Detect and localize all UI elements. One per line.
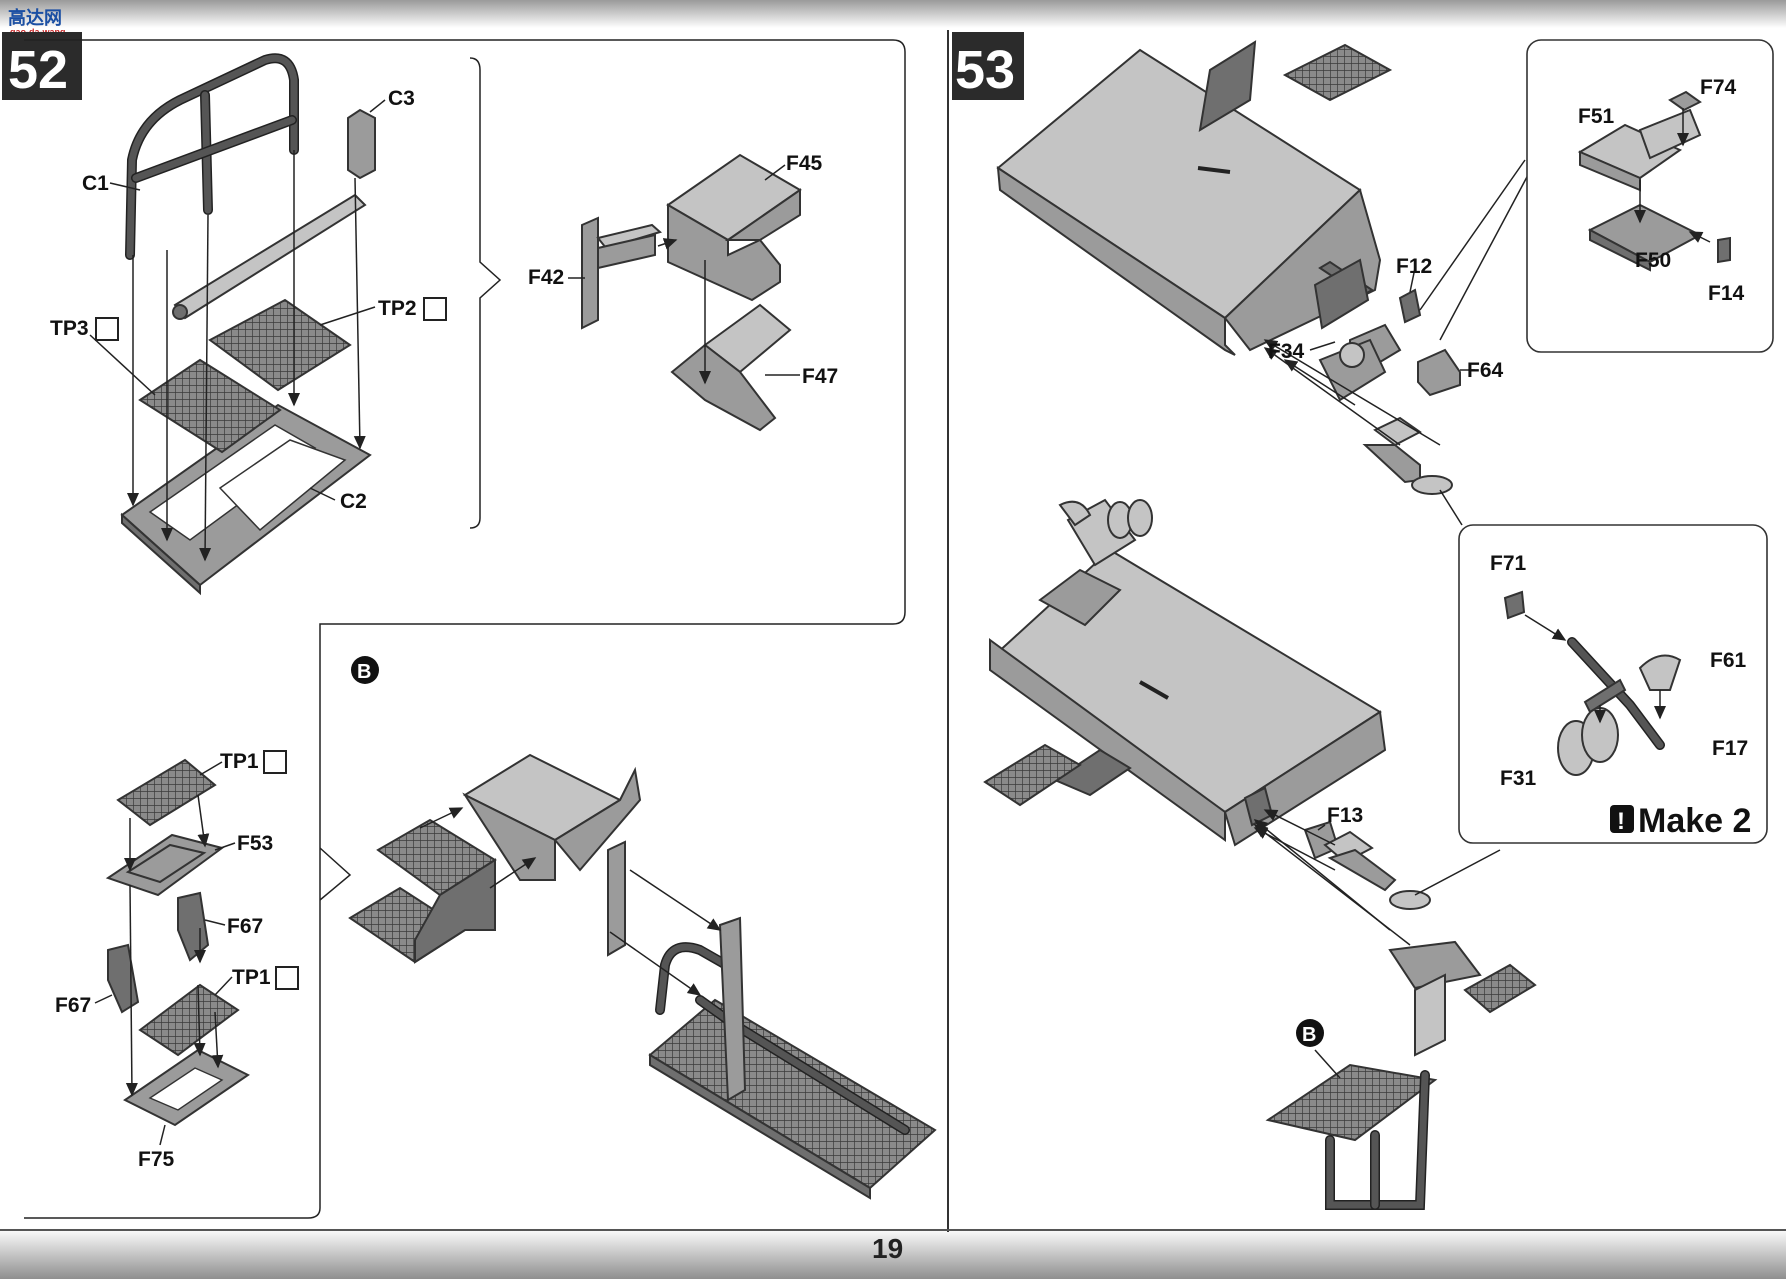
label-f17: F17 (1712, 737, 1748, 760)
leader-inset-bottom (1414, 849, 1501, 896)
part-f67-left (107, 943, 140, 1014)
label-f12: F12 (1396, 255, 1432, 278)
part-tp2-mesh (208, 298, 352, 392)
step-53-badge (952, 32, 1024, 100)
step-52-badge (2, 32, 82, 100)
part-tp1-top (116, 758, 217, 827)
hull-upper-parts (1313, 258, 1461, 495)
assembly-b-ladder (648, 916, 937, 1200)
part-c1-rail (125, 53, 299, 260)
label-f61: F61 (1710, 649, 1747, 672)
leader-f13 (1317, 824, 1326, 831)
step-52-number: 52 (8, 40, 68, 100)
tp2-photoetch-icon (423, 297, 447, 321)
label-c3: C3 (388, 87, 415, 110)
hull-lower (983, 498, 1387, 847)
arrow-f42-f45 (657, 238, 678, 250)
label-f75: F75 (138, 1148, 175, 1171)
assembly-b-steps (348, 818, 497, 964)
inset-bottom-parts (1503, 590, 1682, 776)
part-f45 (666, 153, 802, 302)
marker-b-final-letter: B (1302, 1024, 1316, 1046)
part-f42 (581, 216, 663, 330)
part-tp1-bottom (138, 983, 240, 1057)
assembly-b-arrows (419, 807, 722, 996)
label-c1: C1 (82, 172, 109, 195)
logo-text: 高达网 (8, 7, 62, 28)
part-f47 (670, 303, 792, 432)
label-f74: F74 (1700, 76, 1737, 99)
label-tp1-top: TP1 (220, 750, 259, 773)
step-52b-brace (319, 847, 352, 901)
label-f67-right: F67 (227, 915, 263, 938)
bottom-shadow (0, 1228, 1786, 1279)
arrow-b-to-hull (1253, 824, 1411, 946)
label-f14: F14 (1708, 282, 1745, 305)
label-f13: F13 (1327, 804, 1363, 827)
label-tp2: TP2 (378, 297, 417, 320)
inset-bottom-arrows (1524, 614, 1666, 724)
step-52b-leaders (94, 761, 236, 1146)
step-53: 53 (952, 32, 1774, 1210)
label-f67-left: F67 (55, 994, 91, 1017)
label-tp3: TP3 (50, 317, 89, 340)
label-tp1-bottom: TP1 (232, 966, 271, 989)
part-tp3-mesh (138, 358, 282, 454)
step-53-number: 53 (955, 40, 1015, 100)
part-c2-frame (120, 403, 372, 596)
assembly-b-final (1265, 940, 1537, 1210)
label-f34: F34 (1268, 340, 1305, 363)
marker-b-circle (351, 656, 379, 684)
label-f42: F42 (528, 266, 564, 289)
make-count-icon (1610, 805, 1634, 833)
step-53-upper-arrows (1263, 339, 1441, 446)
step-52-arrows (127, 150, 366, 562)
part-f67-right (177, 891, 210, 962)
make-count-label: Make 2 (1638, 802, 1751, 840)
inset-top-frame (1526, 39, 1774, 353)
label-f45: F45 (786, 152, 823, 175)
label-f47: F47 (802, 365, 838, 388)
label-f64: F64 (1467, 359, 1504, 382)
tp3-photoetch-icon (95, 317, 119, 341)
step-52: 52 (2, 32, 937, 1219)
label-f51: F51 (1578, 105, 1615, 128)
step-52-brace (469, 57, 502, 529)
part-f75 (123, 1048, 250, 1127)
exclamation-icon: ! (1617, 808, 1625, 835)
tp1-top-photoetch-icon (263, 750, 287, 774)
marker-b-final-circle (1296, 1019, 1324, 1047)
tp1-bottom-photoetch-icon (275, 966, 299, 990)
leader-f45 (764, 164, 786, 181)
label-c2: C2 (340, 490, 367, 513)
label-f53: F53 (237, 832, 273, 855)
inset-top-parts (1577, 90, 1731, 272)
marker-b-letter: B (357, 661, 371, 683)
page-number: 19 (872, 1233, 903, 1264)
label-f50: F50 (1635, 249, 1671, 272)
hull-upper (996, 40, 1393, 356)
top-shadow (0, 0, 1786, 28)
step-52b-arrows (124, 794, 224, 1097)
part-c3-post (172, 108, 376, 320)
step-53-upper-leaders (1309, 159, 1529, 526)
label-f31: F31 (1500, 767, 1537, 790)
label-f71: F71 (1490, 552, 1527, 575)
inset-top-arrows (1634, 108, 1711, 243)
step-52-leaders (89, 99, 386, 501)
step-52-frame (24, 39, 906, 1219)
